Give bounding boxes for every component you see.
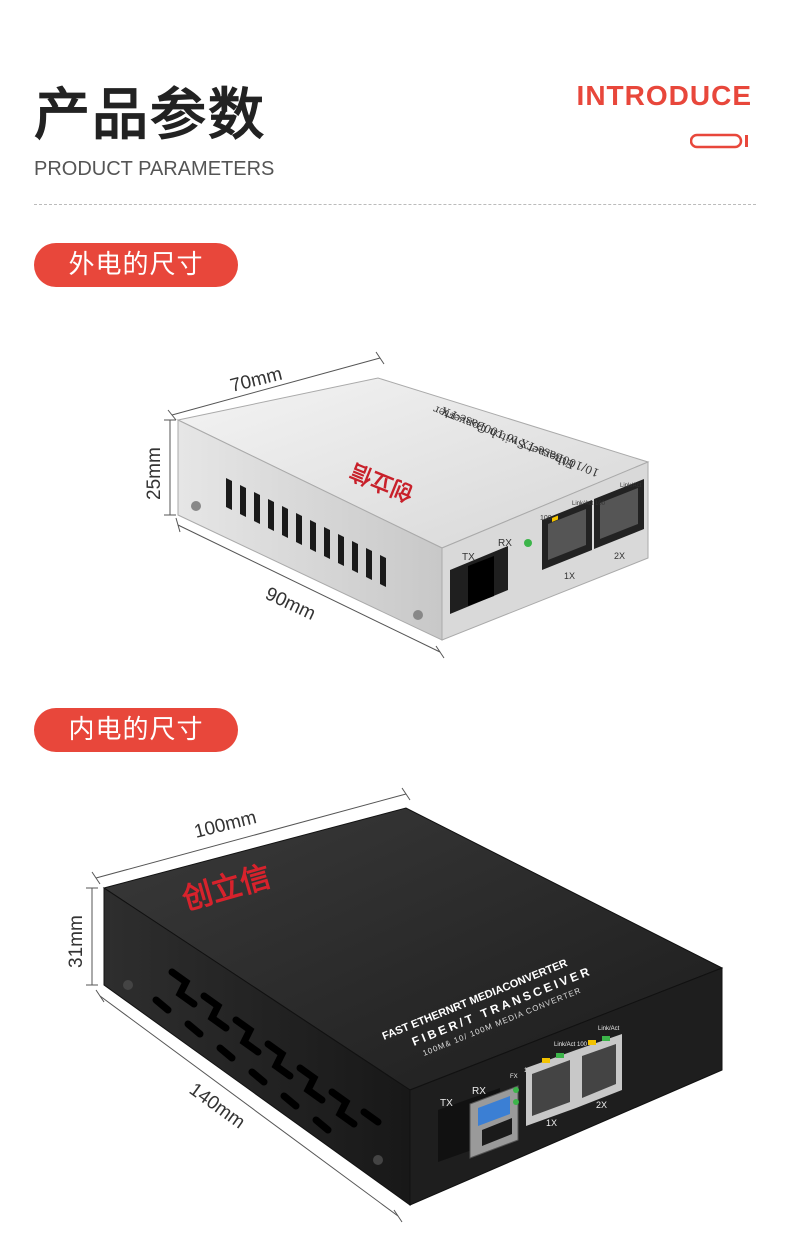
rj45-port-2 xyxy=(576,1034,622,1108)
internal-length-label: 140mm xyxy=(185,1079,249,1133)
internal-height-label: 31mm xyxy=(66,915,87,968)
screw-icon xyxy=(123,980,133,990)
led-100-label: 100 xyxy=(540,515,552,522)
section-label-external: 外电的尺寸 xyxy=(34,243,238,287)
led-link1-label: Link/Act 100 xyxy=(572,501,606,507)
introduce-heading: INTRODUCE xyxy=(576,80,752,111)
vent-slots xyxy=(226,478,386,587)
internal-device: 创立信 FAST ETHERNRT MEDIACONVERTER FIBER/T… xyxy=(102,807,724,1206)
port2-label: 2X xyxy=(596,1100,607,1110)
led-fx-label: FX xyxy=(510,1074,518,1080)
led-link1-label: Link/Act 100 xyxy=(554,1042,588,1048)
vent-slots xyxy=(152,968,382,1134)
led-icon xyxy=(513,1087,519,1093)
rj45-port-1 xyxy=(526,1050,576,1126)
port-tx-label: TX xyxy=(462,552,475,563)
screw-icon xyxy=(191,501,201,511)
port1-label: 1X xyxy=(564,571,575,581)
port-rx-label: RX xyxy=(472,1086,486,1097)
rj45-port-1 xyxy=(542,500,592,570)
port1-label: 1X xyxy=(546,1118,557,1128)
pill-decoration-icon xyxy=(690,133,748,149)
port-rx-label: RX xyxy=(498,538,512,549)
led-icon xyxy=(524,539,532,547)
sfp-fiber-module xyxy=(438,1085,519,1162)
led-link2-label: Link/Act xyxy=(598,1026,620,1032)
internal-dimension-lines xyxy=(86,787,411,1223)
external-height-label: 25mm xyxy=(144,447,165,500)
external-dimension-lines xyxy=(164,351,445,659)
external-device: 创立信 10/100Base-TX to 100Base-FX Ethernet… xyxy=(176,377,650,641)
sc-fiber-port xyxy=(450,546,508,614)
led-icon xyxy=(513,1099,519,1105)
divider xyxy=(34,204,756,205)
page-subtitle: PRODUCT PARAMETERS xyxy=(34,158,275,180)
page-title: 产品参数 xyxy=(34,83,266,148)
port2-label: 2X xyxy=(614,551,625,561)
led-link2-label: Link/Act xyxy=(620,483,642,489)
section-label-internal: 内电的尺寸 xyxy=(34,708,238,752)
rj45-port-2 xyxy=(594,479,644,549)
screw-icon xyxy=(373,1155,383,1165)
port-tx-label: TX xyxy=(440,1098,453,1109)
screw-icon xyxy=(413,610,423,620)
internal-width-label: 100mm xyxy=(192,807,259,843)
external-length-label: 90mm xyxy=(262,583,319,624)
